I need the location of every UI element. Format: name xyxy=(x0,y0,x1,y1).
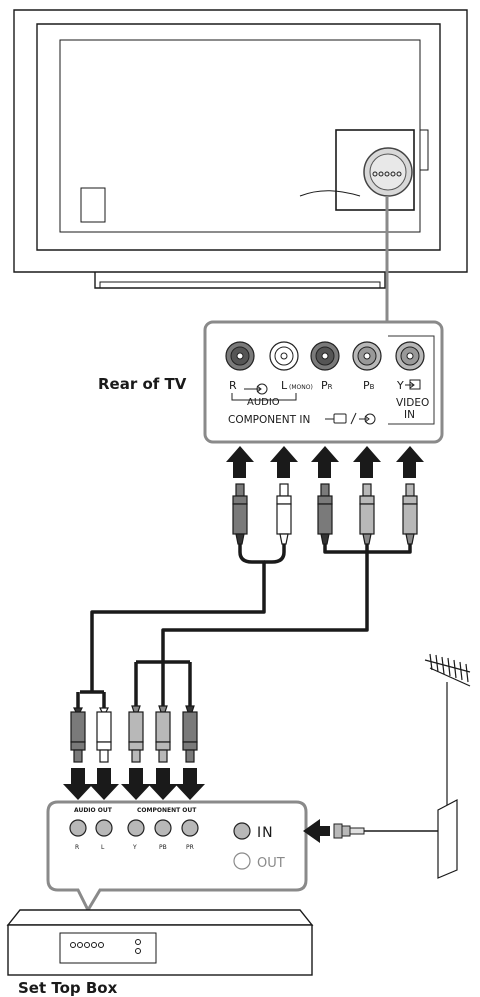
stb-label-y: Y xyxy=(132,844,137,851)
stb-label-pr: PR xyxy=(186,844,194,851)
tv-jack-pb xyxy=(352,341,382,371)
tv-jack-pr xyxy=(310,341,340,371)
component-icon xyxy=(325,412,376,425)
tv-label-l: L xyxy=(281,379,288,392)
stb-jack-y xyxy=(127,819,145,837)
tv-label-component-in: COMPONENT IN xyxy=(228,414,310,426)
plug-y xyxy=(402,483,418,545)
stb-side-plugs xyxy=(70,705,198,763)
tv-label-in: IN xyxy=(404,409,415,421)
stb-jack-in xyxy=(233,822,251,840)
plug-pr xyxy=(317,483,333,545)
tv-label-mono: (MONO) xyxy=(289,384,313,391)
label-rear-of-tv: Rear of TV xyxy=(98,375,187,393)
antenna-connection xyxy=(303,819,438,843)
input-arrow-icon xyxy=(244,383,268,395)
tv-rear xyxy=(13,9,468,289)
plug-comp-pb xyxy=(155,705,171,763)
tv-label-pr: PR xyxy=(321,379,333,392)
stb-label-r: R xyxy=(75,844,79,851)
stb-input-arrows xyxy=(63,768,205,800)
tv-connector xyxy=(363,147,413,197)
tv-jack-y xyxy=(395,341,425,371)
stb-jack-pb xyxy=(154,819,172,837)
set-top-box xyxy=(6,909,314,976)
plug-comp-pr xyxy=(182,705,198,763)
stb-jack-r xyxy=(69,819,87,837)
stb-label-pb: PB xyxy=(159,844,167,851)
label-set-top-box: Set Top Box xyxy=(18,979,118,997)
tv-label-pb: PB xyxy=(363,379,375,392)
plug-r xyxy=(232,483,248,545)
tv-label-audio: AUDIO xyxy=(247,397,280,408)
cables xyxy=(76,544,412,710)
tv-label-r: R xyxy=(229,379,237,392)
stb-output-panel: AUDIO OUT COMPONENT OUT R L Y PB PR IN O… xyxy=(46,800,308,914)
input-arrow-icon xyxy=(405,379,421,390)
stb-jack-out xyxy=(233,852,251,870)
plug-audio-r xyxy=(70,707,86,763)
stb-label-audio-out: AUDIO OUT xyxy=(74,807,113,814)
tv-jack-r xyxy=(225,341,255,371)
plug-comp-y xyxy=(128,705,144,763)
stb-label-component-out: COMPONENT OUT xyxy=(137,807,197,814)
plug-audio-l xyxy=(96,707,112,763)
stb-label-in: IN xyxy=(257,825,274,841)
tv-input-panel: R L (MONO) PR PB Y AUDIO COMPONENT IN VI… xyxy=(203,320,444,444)
tv-label-video: VIDEO xyxy=(396,397,429,409)
plug-pb xyxy=(359,483,375,545)
stb-label-l: L xyxy=(101,844,105,851)
plug-l xyxy=(276,483,292,545)
stb-jack-l xyxy=(95,819,113,837)
tv-label-y: Y xyxy=(396,379,404,392)
tv-input-arrows xyxy=(226,446,424,478)
stb-label-out: OUT xyxy=(257,856,285,871)
tv-side-plugs xyxy=(232,483,418,545)
antenna-icon xyxy=(424,653,471,879)
stb-jack-pr xyxy=(181,819,199,837)
tv-jack-l xyxy=(269,341,299,371)
